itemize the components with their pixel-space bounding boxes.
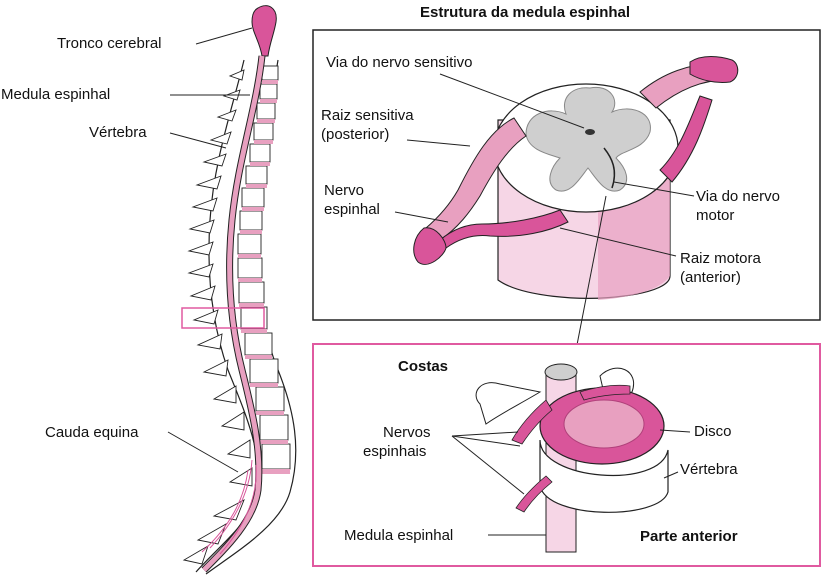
label-motor-root-1: Raiz motora: [680, 250, 761, 267]
spine-leader-lines: [167, 27, 253, 473]
label-sensory-pathway: Via do nervo sensitivo: [326, 54, 473, 71]
diagram-title: Estrutura da medula espinhal: [420, 4, 631, 21]
label-brainstem: Tronco cerebral: [57, 35, 162, 52]
vertebra-detail: [475, 363, 669, 553]
spinal-nerve-left: [413, 227, 447, 265]
cauda-equina-strands: [201, 459, 257, 555]
label-spinal-nerve-1: Nervo: [324, 182, 365, 199]
vertebral-body: [539, 439, 669, 513]
spine-segment-highlight: [181, 307, 265, 329]
label-spinal-nerve-2: espinhal: [324, 201, 380, 218]
label-sensory-root-2: (posterior): [321, 126, 390, 143]
motor-root-right: [659, 95, 713, 183]
detail-spinal-nerve-lower: [515, 475, 553, 513]
disc-nucleus: [563, 399, 645, 449]
connector-line: [575, 195, 607, 351]
detail-cord-top: [544, 363, 578, 381]
vertebra-leader-lines: [451, 429, 691, 536]
label-vertebra: Vértebra: [89, 124, 147, 141]
label-detail-vertebra: Vértebra: [680, 461, 738, 478]
label-spinal-nerves-2: espinhais: [363, 443, 427, 460]
label-front: Parte anterior: [640, 528, 738, 545]
spinous-processes: [182, 69, 253, 565]
label-back: Costas: [398, 358, 449, 375]
central-canal: [585, 129, 595, 135]
label-motor-pathway-2: motor: [696, 207, 735, 224]
label-motor-root-2: (anterior): [680, 269, 741, 286]
label-spinal-cord: Medula espinhal: [1, 86, 111, 103]
label-cauda-equina: Cauda equina: [45, 424, 139, 441]
spine-illustration: [167, 5, 297, 575]
label-disc: Disco: [694, 423, 732, 440]
cross-section-leader-lines: [394, 73, 695, 257]
spinal-nerve-right: [689, 56, 739, 83]
brainstem-shape: [251, 5, 277, 57]
vertebral-bodies: [237, 65, 291, 470]
label-spinal-nerves-1: Nervos: [383, 424, 431, 441]
vertebral-arch: [475, 367, 635, 425]
detail-spinal-nerve-upper: [511, 384, 631, 445]
label-detail-spinal-cord: Medula espinhal: [344, 527, 454, 544]
cord-cross-section: [413, 56, 739, 351]
label-motor-pathway-1: Via do nervo: [696, 188, 780, 205]
intervertebral-discs: [238, 80, 290, 474]
motor-pathway-line: [603, 147, 616, 189]
spinal-cord-fill: [202, 55, 265, 572]
label-sensory-root-1: Raiz sensitiva: [321, 107, 414, 124]
gray-matter: [525, 86, 651, 192]
